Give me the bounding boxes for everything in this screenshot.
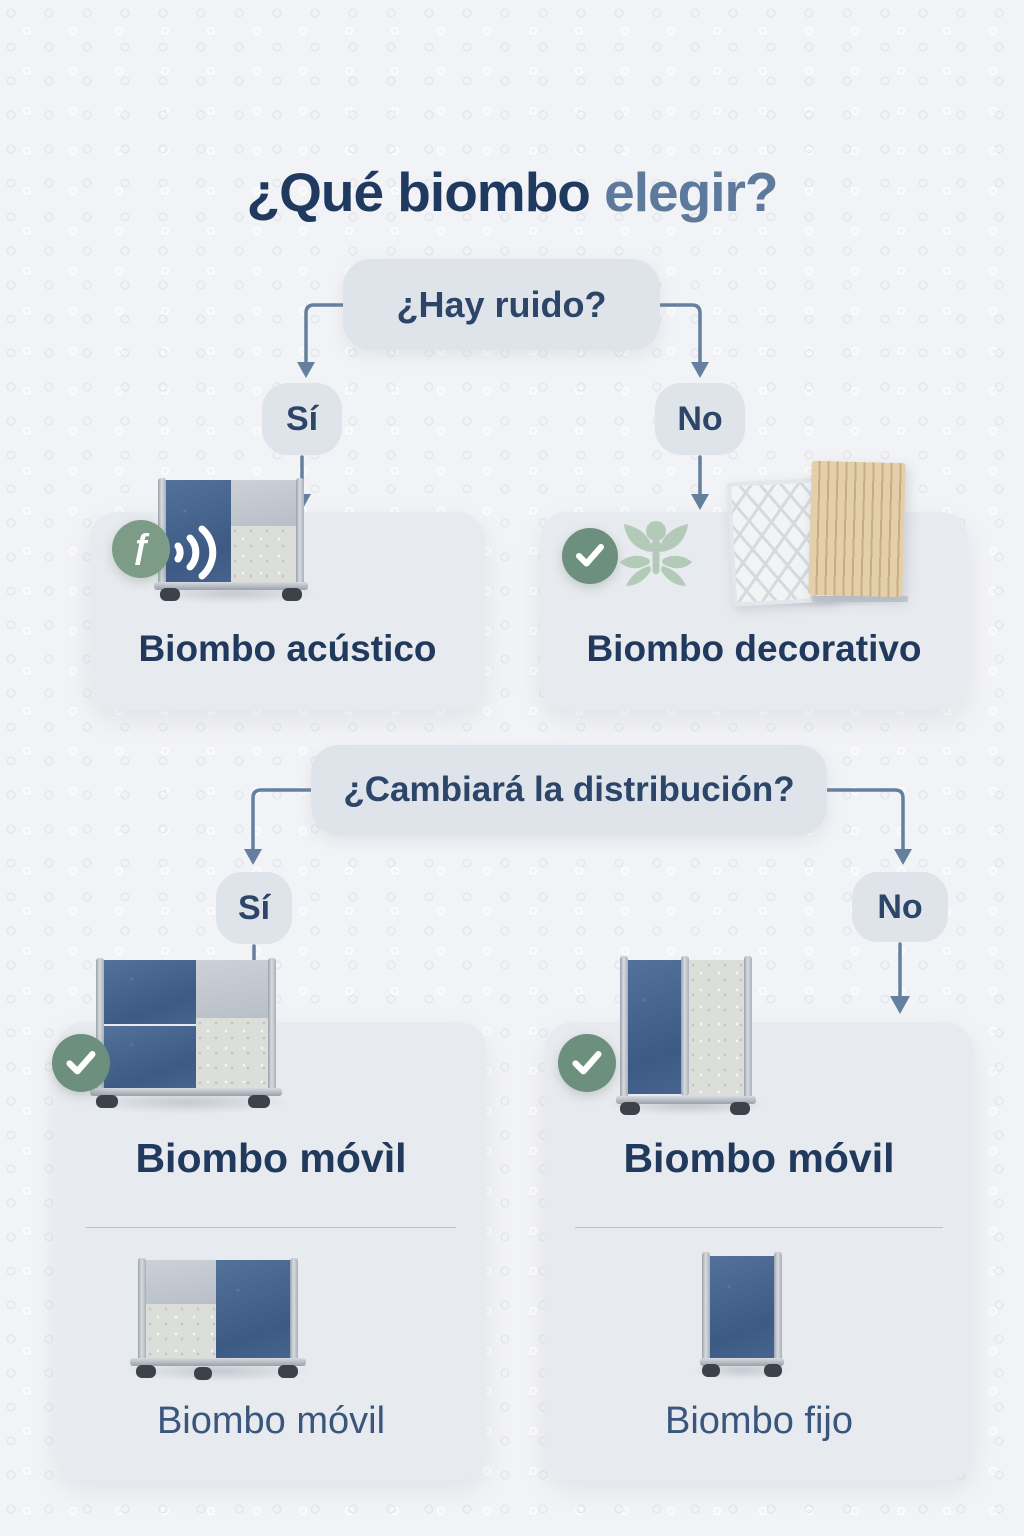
fixed-screen-image xyxy=(692,1252,792,1380)
card-biombo-movil-no-title: Biombo móvil xyxy=(623,1135,895,1181)
question-node-noise: ¿Hay ruido? xyxy=(343,259,660,350)
vertical-screen-pair-image xyxy=(608,956,768,1116)
branch-yes-2-label: Sí xyxy=(237,888,271,927)
question-node-distribution: ¿Cambiará la distribución? xyxy=(311,745,827,835)
question-distribution-label: ¿Cambiará la distribución? xyxy=(343,770,795,809)
card-biombo-movil-yes-sublabel: Biombo móvil xyxy=(156,1400,386,1442)
mobile-screen-small-image xyxy=(124,1258,314,1382)
card-divider-line xyxy=(575,1227,943,1228)
branch-yes-2: Sí xyxy=(216,872,292,944)
decorative-screens-image xyxy=(726,460,912,608)
question-noise-label: ¿Hay ruido? xyxy=(396,283,607,325)
check-icon xyxy=(558,1034,616,1092)
plant-leaf-icon xyxy=(620,521,692,586)
frequency-sound-waves-icon: ƒ xyxy=(112,520,170,578)
check-icon xyxy=(562,528,618,584)
card-biombo-movil-yes: Biombo móvìl Biombo móvil xyxy=(56,1022,486,1481)
branch-no-2-label: No xyxy=(877,887,923,926)
branch-yes-1: Sí xyxy=(262,383,342,455)
branch-yes-1-label: Sí xyxy=(285,399,319,438)
page-title-primary: ¿Qué biombo xyxy=(246,161,590,223)
card-biombo-acustico-label: Biombo acústico xyxy=(138,628,437,669)
sound-waves-icon xyxy=(174,525,217,580)
card-divider-line xyxy=(86,1227,456,1228)
check-icon xyxy=(52,1034,110,1092)
branch-no-2: No xyxy=(852,872,948,942)
page-title-accent: elegir? xyxy=(589,161,778,223)
card-biombo-movil-no-sublabel: Biombo fijo xyxy=(665,1400,853,1442)
card-biombo-decorativo-label: Biombo decorativo xyxy=(586,628,922,669)
card-biombo-movil-yes-title: Biombo móvìl xyxy=(135,1135,407,1181)
page-title: ¿Qué biombo elegir? xyxy=(0,160,1024,224)
branch-no-1: No xyxy=(655,383,745,455)
mobile-screen-large-image xyxy=(82,958,292,1114)
branch-no-1-label: No xyxy=(677,399,723,438)
